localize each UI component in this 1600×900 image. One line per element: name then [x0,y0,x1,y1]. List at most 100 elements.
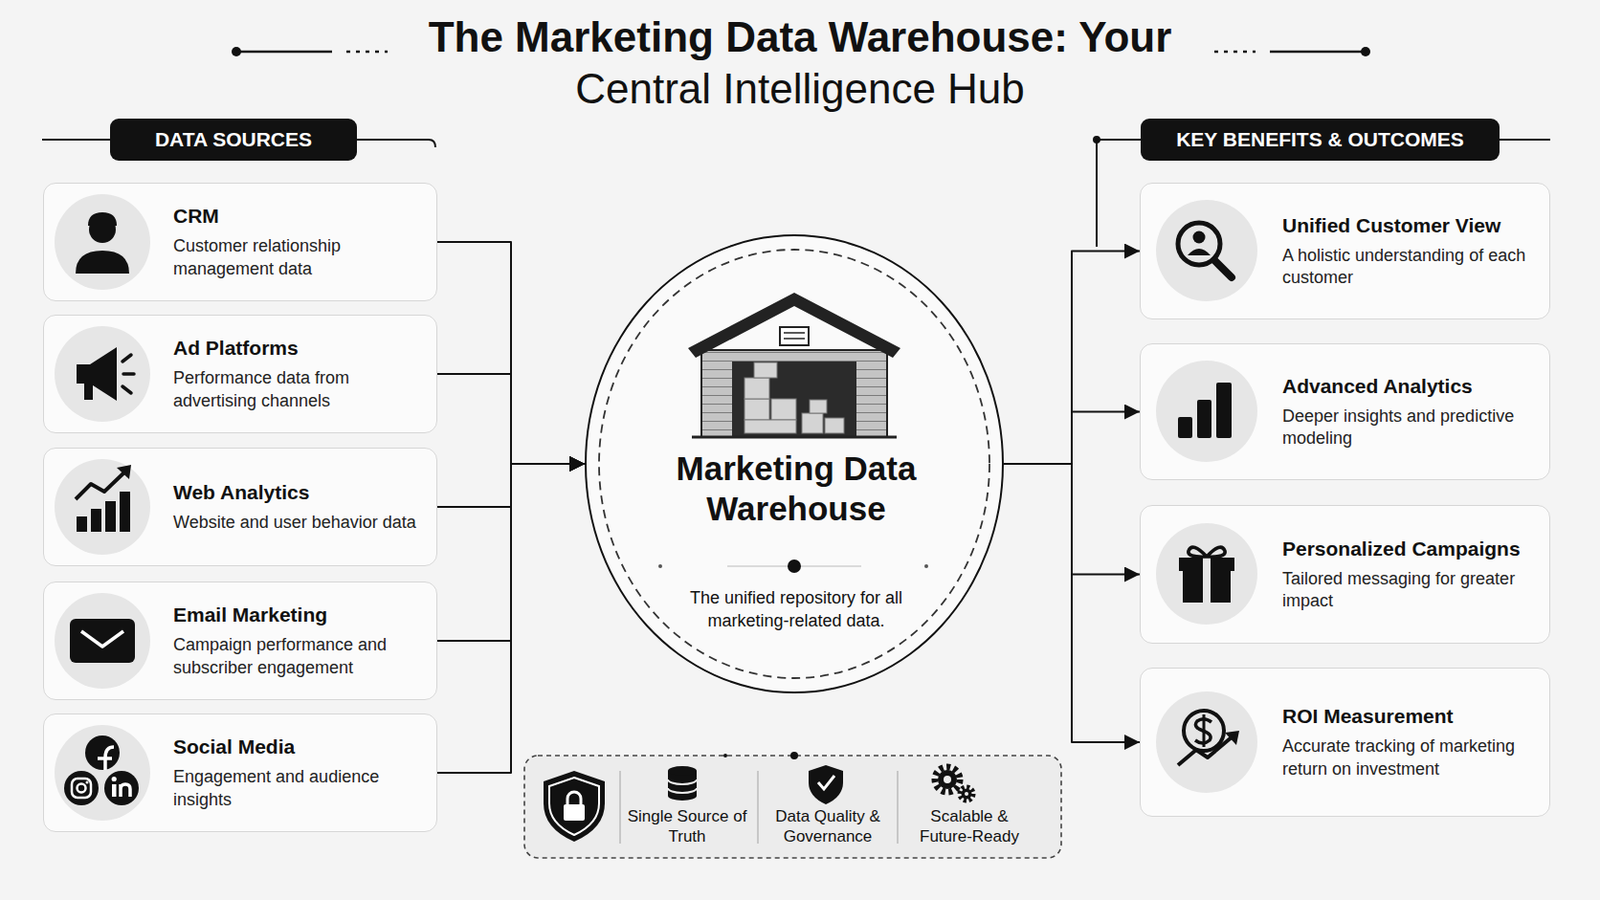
section-header: KEY BENEFITS & OUTCOMES [1140,118,1500,161]
trend-icon [75,470,127,500]
warehouse-illustration [783,337,805,340]
node-title: Marketing Data Warehouse [647,448,945,530]
benefit-card: ROI MeasurementAccurate tracking of mark… [1139,667,1551,818]
hub-fill [584,234,1004,694]
megaphone-icon [122,355,132,362]
warehouse-illustration [688,292,901,358]
node-title: KEY BENEFITS & OUTCOMES [1176,128,1465,152]
pillars-box [896,771,899,845]
warehouse-illustration [801,413,823,434]
pillar-label: Data Quality & Governance [765,806,890,848]
gears-icon [943,776,952,784]
header-rule [1095,139,1098,247]
pillars-box [524,755,1062,859]
benefit-card: Unified Customer ViewA holistic understa… [1139,182,1551,320]
warehouse-illustration [824,418,845,434]
icon-disc [54,326,151,423]
node-title: Personalized Campaigns [1282,536,1542,561]
security-icon [549,777,600,836]
roi-icon [1183,711,1224,752]
social-icon [97,747,114,771]
gears-icon [934,767,974,801]
gift-icon [1178,547,1235,603]
benefit-card: Personalized CampaignsTailored messaging… [1139,505,1551,645]
social-icon [120,784,131,798]
connector-arrow [437,374,585,465]
node-description: Customer relationship management data [173,235,427,281]
analytics-icon [1197,400,1212,439]
source-card: Ad PlatformsPerformance data from advert… [43,314,438,434]
warehouse-illustration [744,399,770,421]
header-rule [1499,138,1551,141]
node-description: Campaign performance and subscriber enga… [173,634,427,680]
header-rule [1093,136,1100,143]
crm-icon [75,250,130,274]
security-icon [563,804,585,822]
card-fill [43,182,1551,833]
hub-divider [658,559,929,574]
card-fill [1139,505,1551,645]
trend-icon [116,465,132,480]
node-title: Ad Platforms [173,335,427,360]
social-icon [64,771,99,806]
gift-icon [1202,557,1211,603]
megaphone-icon [123,372,134,377]
section-header: DATA SOURCES [110,118,357,161]
quality-icon [808,765,844,805]
title-rule [346,50,388,54]
node-description: Tailored messaging for greater impact [1282,568,1542,614]
analytics-icon [1216,382,1232,439]
megaphone-icon [76,347,134,401]
database-icon [667,779,697,794]
trend-icon [119,491,131,533]
gears-icon [959,787,974,801]
pillar-label: Scalable & Future-Ready [907,806,1032,848]
icon-disc [1155,691,1258,794]
database-icon [667,766,697,801]
crm-icon [88,212,117,226]
title-rule [236,50,333,54]
quality-icon [808,765,844,805]
social-icon [64,735,139,806]
gears-icon [961,789,973,800]
card-fill [1139,667,1551,818]
card-fill [43,314,438,434]
header-rule [356,139,436,148]
icon-disc [54,459,151,556]
social-icon [104,771,139,806]
warehouse-illustration [701,350,888,438]
icon-disc [1155,360,1258,463]
warehouse-illustration [744,362,845,434]
customer-search-icon [1187,248,1211,256]
customer-search-icon [1214,260,1232,278]
trend-icon [105,501,116,533]
icon-disc [1155,200,1258,302]
node-title: ROI Measurement [1282,704,1542,729]
connector-arrow [437,242,585,465]
megaphone-icon [76,347,117,401]
roi-icon [1224,731,1240,746]
customer-search-icon [1193,231,1206,245]
connector-arrow [1003,412,1140,466]
header-rule [1096,138,1141,141]
node-description: The unified repository for all marketing… [666,586,926,634]
social-icon [86,781,89,785]
gears-icon [964,792,969,797]
social-icon [111,784,117,798]
envelope-icon [81,631,124,647]
database-icon [667,766,697,777]
roi-icon [1177,736,1233,766]
security-icon [543,771,605,843]
social-icon [111,777,117,782]
card-fill [1139,343,1551,481]
node-title: CRM [173,203,427,228]
node-title: Advanced Analytics [1282,374,1542,399]
icon-disc [54,593,151,689]
warehouse-illustration [779,327,809,346]
customer-search-icon [1177,222,1232,278]
social-icon [85,735,120,771]
card-fill [43,581,438,701]
quality-icon [818,776,835,790]
gift-icon [1188,547,1225,557]
hub-circle: Marketing Data WarehouseThe unified repo… [584,234,1004,694]
